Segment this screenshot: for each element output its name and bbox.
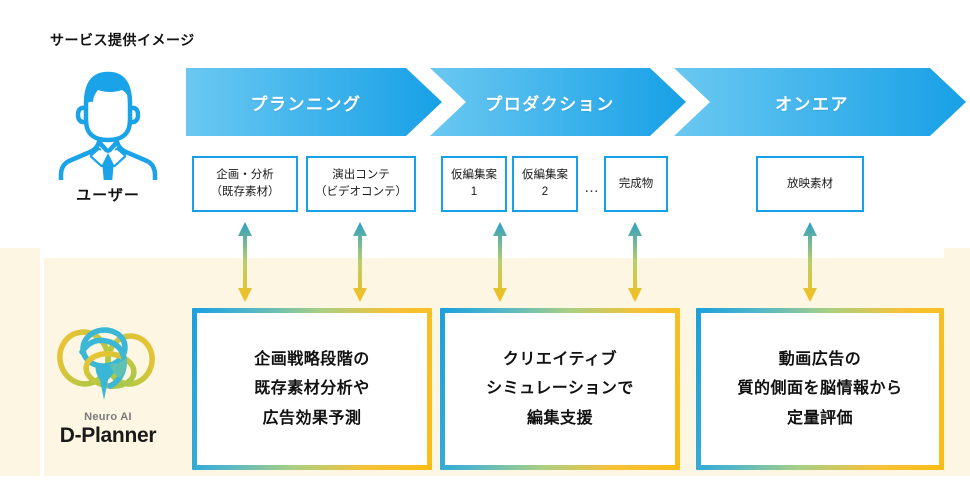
- capability-panel-onair-body: 動画広告の 質的側面を脳情報から 定量評価: [701, 313, 939, 465]
- artifact-box-kikaku[interactable]: 企画・分析 （既存素材）: [192, 156, 298, 212]
- capability-panel-planning-body: 企画戦略段階の 既存素材分析や 広告効果予測: [197, 313, 427, 465]
- artifact-box-kikaku-line1: 企画・分析: [216, 169, 274, 182]
- exchange-arrow-1: [234, 222, 256, 302]
- capability-panel-onair[interactable]: 動画広告の 質的側面を脳情報から 定量評価: [696, 308, 944, 470]
- artifact-box-enshutsu-line1: 演出コンテ: [332, 169, 390, 182]
- capability-panel-production-line3: 編集支援: [526, 409, 593, 427]
- user-avatar-icon: [52, 58, 164, 198]
- user-actor: ユーザー: [44, 58, 172, 218]
- product-sub-name: Neuro AI: [84, 411, 132, 423]
- service-background-left-strip: [0, 248, 40, 476]
- capability-panel-onair-line3: 定量評価: [786, 409, 853, 427]
- capability-panel-planning-line3: 広告効果予測: [262, 409, 362, 427]
- artifact-box-kikaku-line2: （既存素材）: [210, 186, 280, 198]
- capability-panel-planning-line2: 既存素材分析や: [254, 380, 370, 398]
- artifact-box-kansei-line1: 完成物: [618, 177, 654, 190]
- phase-chevron-onair[interactable]: オンエア: [674, 68, 966, 136]
- artifact-box-kari2[interactable]: 仮編集案 2: [512, 156, 578, 212]
- service-background-right-strip: [944, 248, 970, 476]
- exchange-arrow-4: [624, 222, 646, 302]
- artifact-box-kari1[interactable]: 仮編集案 1: [441, 156, 507, 212]
- artifact-box-enshutsu[interactable]: 演出コンテ （ビデオコンテ）: [306, 156, 416, 212]
- artifact-box-hoei-line1: 放映素材: [787, 177, 833, 190]
- artifact-box-kari1-line2: 1: [470, 186, 478, 198]
- neuro-ai-brain-rings-logo-icon: [52, 318, 164, 410]
- exchange-arrow-5: [799, 222, 821, 302]
- phase-chevron-production[interactable]: プロダクション: [430, 68, 686, 136]
- artifact-box-kari2-line2: 2: [541, 186, 549, 198]
- artifact-box-hoei[interactable]: 放映素材: [756, 156, 864, 212]
- exchange-arrow-2: [349, 222, 371, 302]
- phase-chevron-onair-label: オンエア: [775, 94, 849, 114]
- capability-panel-onair-line2: 質的側面を脳情報から: [737, 380, 903, 398]
- phase-chevron-planning[interactable]: プランニング: [186, 68, 442, 136]
- artifact-box-kansei[interactable]: 完成物: [604, 156, 668, 212]
- page-title: サービス提供イメージ: [50, 32, 195, 48]
- product-name: D-Planner: [59, 424, 157, 447]
- capability-panel-planning-line1: 企画戦略段階の: [254, 350, 370, 368]
- product-logo: Neuro AI D-Planner: [48, 318, 168, 458]
- capability-panel-onair-line1: 動画広告の: [778, 350, 862, 368]
- capability-panel-planning[interactable]: 企画戦略段階の 既存素材分析や 広告効果予測: [192, 308, 432, 470]
- phase-chevron-production-label: プロダクション: [485, 94, 615, 114]
- artifact-ellipsis: …: [584, 179, 600, 196]
- phase-chevron-planning-label: プランニング: [250, 94, 362, 114]
- capability-panel-production-line1: クリエイティブ: [502, 350, 618, 368]
- capability-panel-production-body: クリエイティブ シミュレーションで 編集支援: [445, 313, 675, 465]
- capability-panel-production[interactable]: クリエイティブ シミュレーションで 編集支援: [440, 308, 680, 470]
- artifact-box-kari1-line1: 仮編集案: [451, 169, 497, 182]
- capability-panel-production-line2: シミュレーションで: [486, 380, 634, 398]
- exchange-arrow-3: [489, 222, 511, 302]
- artifact-box-enshutsu-line2: （ビデオコンテ）: [315, 186, 407, 198]
- user-actor-label: ユーザー: [76, 187, 140, 204]
- artifact-box-kari2-line1: 仮編集案: [522, 169, 568, 182]
